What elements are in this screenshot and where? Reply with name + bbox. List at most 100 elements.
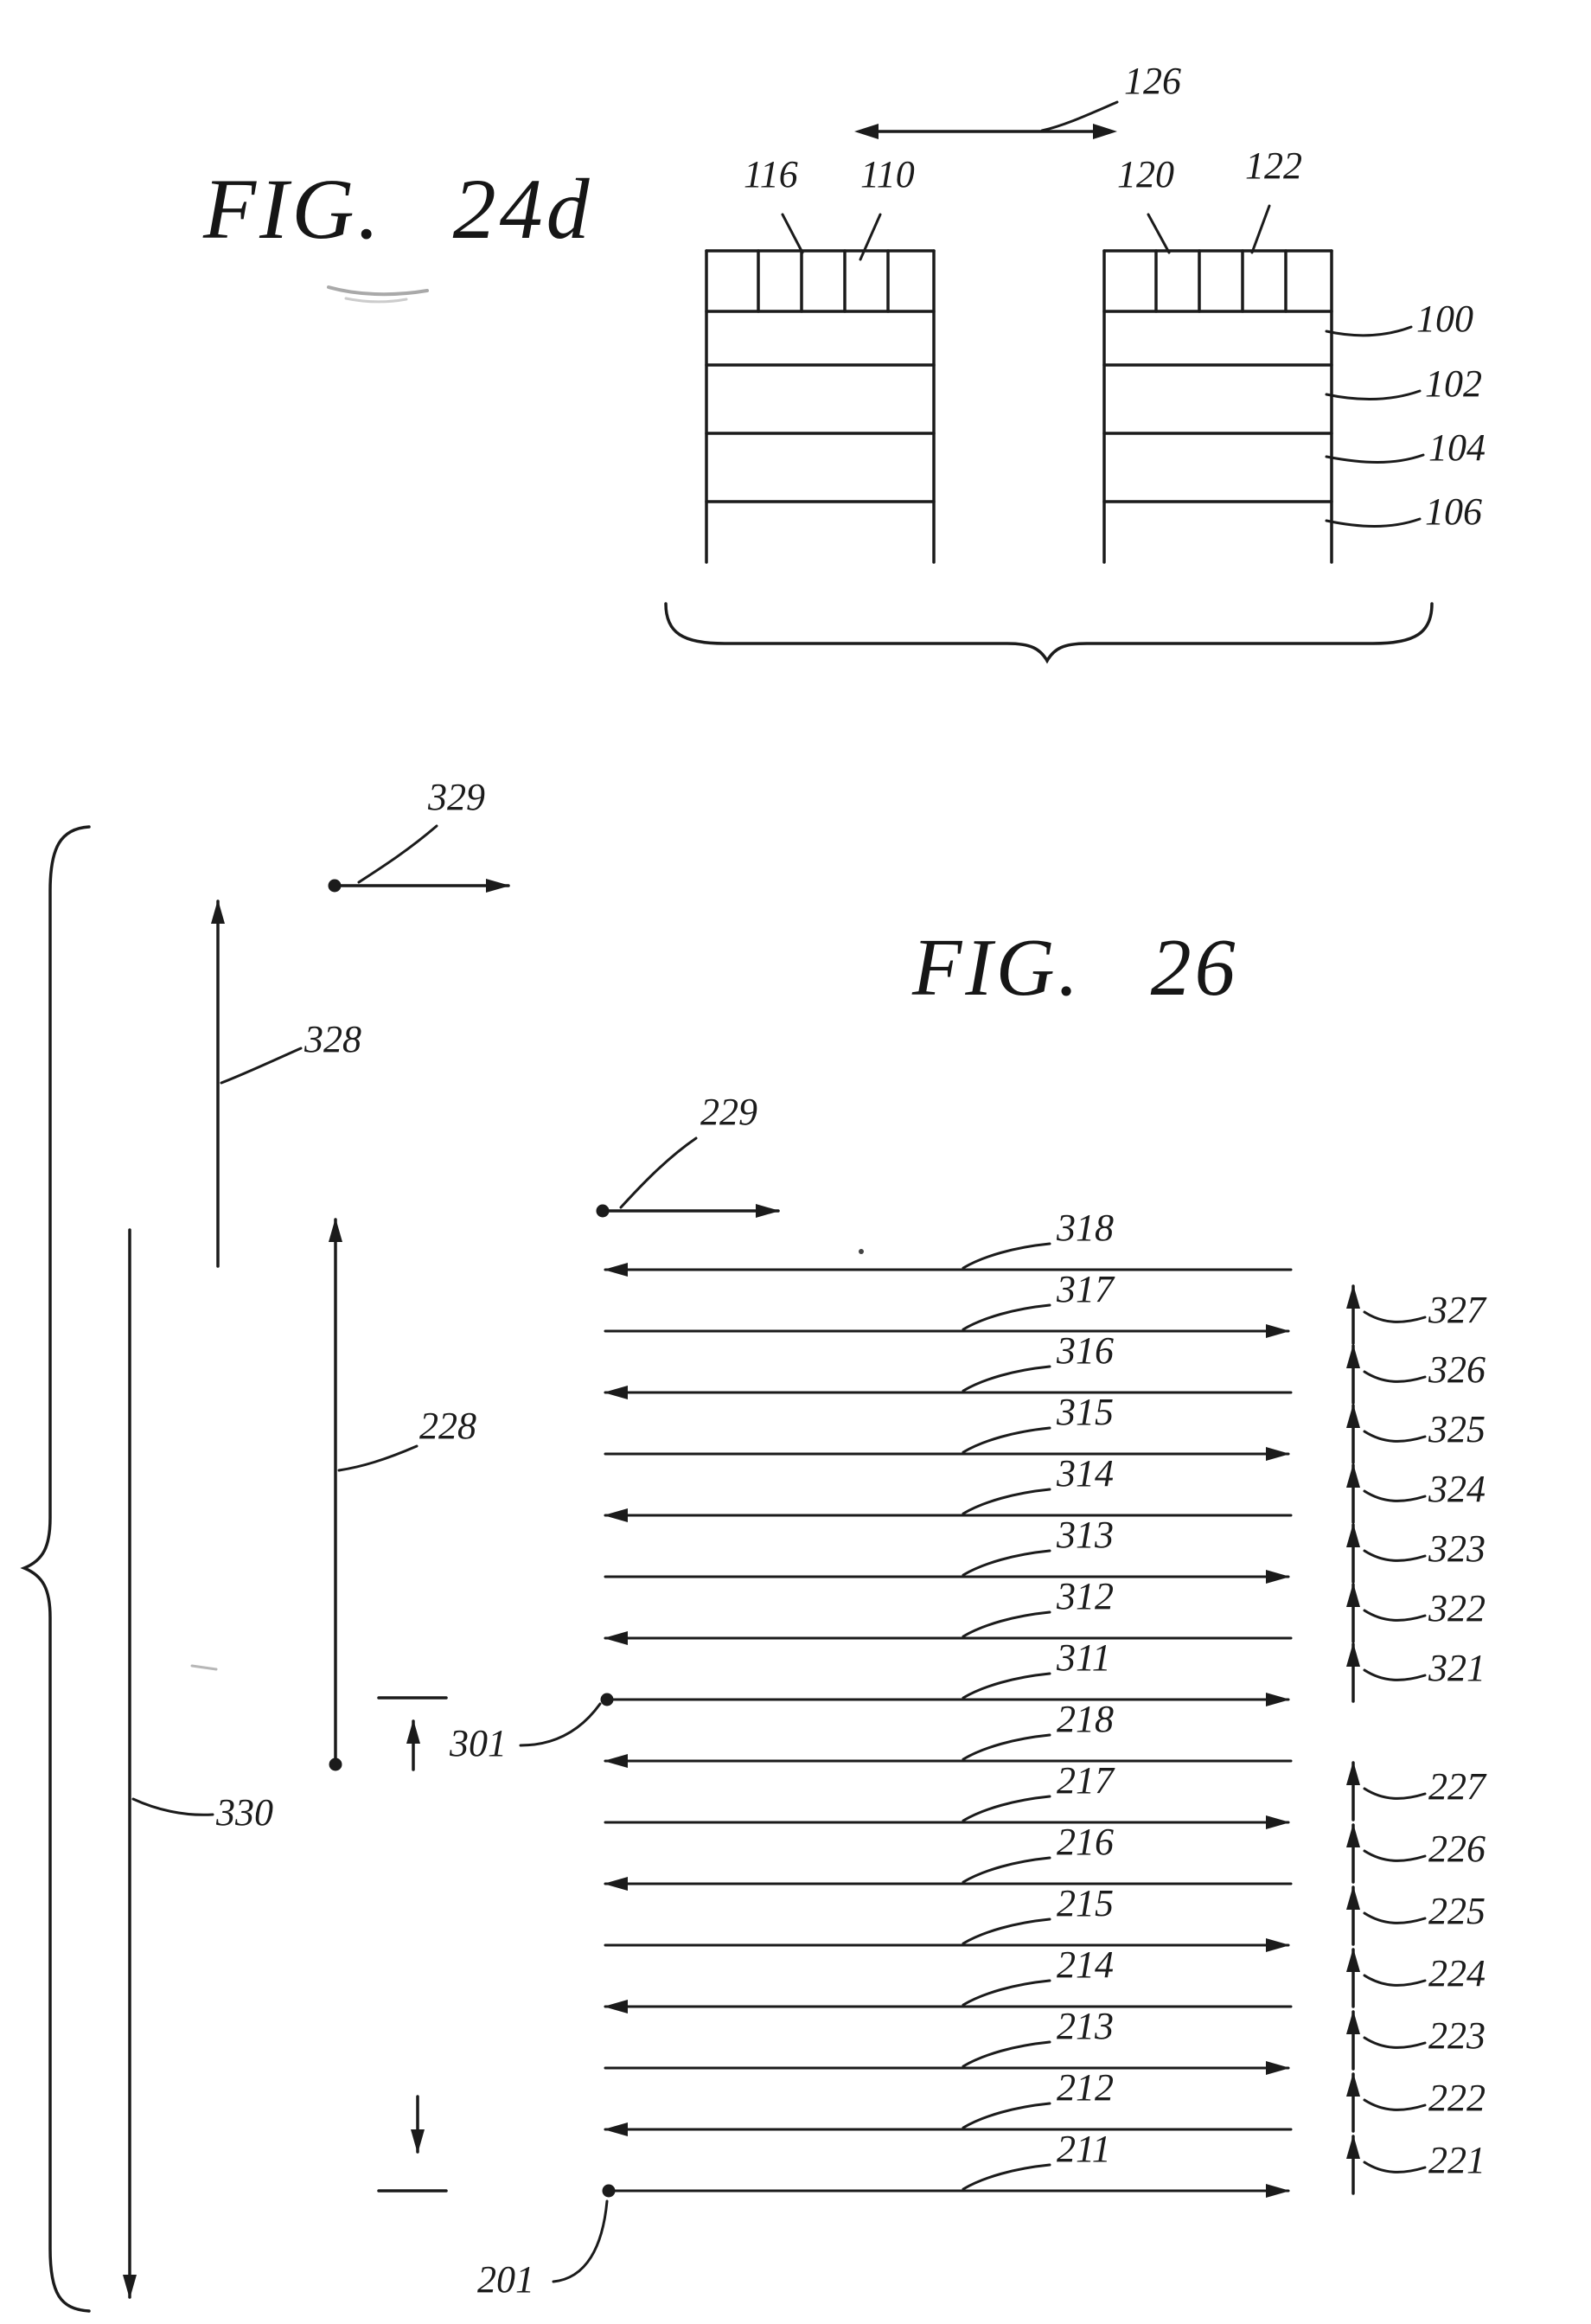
leader-100 (1325, 325, 1413, 337)
leader-330 (131, 1797, 214, 1816)
dot-329 (328, 879, 342, 893)
label-110: 110 (860, 153, 915, 195)
fig26-left-brace (20, 825, 91, 2313)
leader-213 (962, 2040, 1051, 2068)
label-326: 326 (1428, 1348, 1486, 1391)
scan-line-label-211: 211 (1057, 2128, 1111, 2170)
label-100: 100 (1416, 298, 1473, 340)
scan-line-label-212: 212 (1057, 2066, 1114, 2109)
leader-329 (357, 824, 438, 884)
label-324: 324 (1428, 1468, 1486, 1510)
label-325: 325 (1428, 1408, 1486, 1450)
leader-214 (962, 1979, 1051, 2007)
fig24d-title: FIG. 24d (203, 161, 593, 257)
leader-321 (1363, 1668, 1427, 1681)
label-104: 104 (1428, 426, 1486, 469)
leader-324 (1363, 1489, 1427, 1502)
double-arrow-126 (854, 100, 1119, 139)
leader-212 (962, 2102, 1051, 2129)
leader-312 (962, 1610, 1051, 1638)
leader-106 (1325, 517, 1422, 528)
label-120: 120 (1117, 153, 1174, 195)
scan-artifacts-top (327, 285, 429, 304)
leader-224 (1363, 1974, 1427, 1987)
fig24d-left-stack (705, 249, 936, 564)
scan-line-label-317: 317 (1057, 1268, 1114, 1310)
leader-104 (1325, 453, 1425, 464)
leader-225 (1363, 1911, 1427, 1924)
label-221: 221 (1428, 2139, 1486, 2181)
leader-315 (962, 1426, 1051, 1454)
scan-line-label-leaders (962, 1242, 1051, 2191)
label-116: 116 (744, 153, 798, 195)
scan-line-label-217: 217 (1057, 1759, 1114, 1802)
leader-328 (220, 1047, 303, 1085)
label-102: 102 (1425, 362, 1482, 405)
label-226: 226 (1428, 1828, 1486, 1870)
leader-201 (552, 2199, 609, 2283)
scan-line-label-312: 312 (1057, 1575, 1114, 1617)
scan-line-label-216: 216 (1057, 1821, 1114, 1863)
fig26-annotation-leaders (131, 824, 698, 2283)
fig24d-leaders (781, 204, 1425, 528)
scan-line-label-311: 311 (1057, 1636, 1111, 1679)
leader-110 (859, 213, 882, 261)
leader-120 (1147, 213, 1171, 254)
scan-line-label-314: 314 (1057, 1452, 1114, 1495)
leader-222 (1363, 2098, 1427, 2111)
label-323: 323 (1428, 1527, 1486, 1570)
scan-artifacts-bottom (190, 1664, 218, 1671)
leader-229 (619, 1136, 698, 1209)
label-126: 126 (1124, 60, 1181, 102)
label-201: 201 (477, 2258, 534, 2301)
leader-301 (519, 1702, 602, 1747)
fig24d-right-stack (1102, 249, 1333, 564)
leader-228 (337, 1444, 419, 1472)
label-122: 122 (1245, 144, 1302, 187)
label-322: 322 (1428, 1587, 1486, 1629)
leader-122 (1250, 204, 1271, 254)
leader-211 (962, 2163, 1051, 2191)
scan-line-label-215: 215 (1057, 1882, 1114, 1924)
leader-126 (1040, 100, 1119, 132)
leader-221 (1363, 2161, 1427, 2174)
scan-line-label-213: 213 (1057, 2005, 1114, 2047)
fig26-diagram (20, 824, 1427, 2313)
right-leaders-bottom (1363, 1787, 1427, 2174)
fig24d-bottom-brace (664, 602, 1434, 664)
leader-216 (962, 1856, 1051, 1884)
label-224: 224 (1428, 1952, 1486, 1994)
fig24d-diagram (327, 100, 1434, 664)
scan-line-label-313: 313 (1057, 1514, 1114, 1556)
label-329: 329 (428, 776, 485, 818)
leader-313 (962, 1549, 1051, 1577)
leader-218 (962, 1733, 1051, 1761)
leader-325 (1363, 1430, 1427, 1443)
leader-326 (1363, 1370, 1427, 1383)
leader-317 (962, 1303, 1051, 1331)
leader-316 (962, 1365, 1051, 1392)
fig26-title: FIG. 26 (912, 923, 1239, 1013)
label-330: 330 (216, 1791, 273, 1834)
leader-217 (962, 1795, 1051, 1822)
leader-223 (1363, 2036, 1427, 2049)
leader-311 (962, 1672, 1051, 1700)
label-301: 301 (450, 1722, 507, 1764)
scan-line-label-214: 214 (1057, 1943, 1114, 1986)
scan-line-label-316: 316 (1057, 1329, 1114, 1372)
leader-102 (1325, 389, 1422, 401)
label-225: 225 (1428, 1890, 1486, 1932)
leader-314 (962, 1488, 1051, 1515)
label-229: 229 (700, 1091, 757, 1133)
dot-229 (596, 1204, 610, 1218)
leader-226 (1363, 1849, 1427, 1862)
scan-lines (600, 1249, 1293, 2198)
scan-line-label-318: 318 (1057, 1207, 1114, 1249)
label-227: 227 (1428, 1765, 1486, 1808)
scan-line-label-218: 218 (1057, 1698, 1114, 1740)
right-leaders-top (1363, 1310, 1427, 1681)
dot-301-start (600, 1693, 614, 1706)
label-327: 327 (1428, 1289, 1486, 1331)
